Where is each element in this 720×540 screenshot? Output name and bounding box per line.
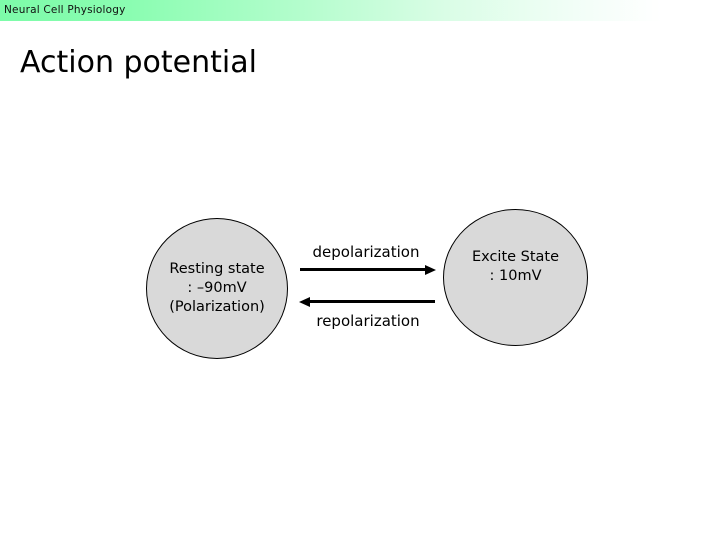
depolarization-arrow-head-icon	[425, 264, 436, 275]
resting-state-label-line-1: Resting state	[169, 261, 265, 277]
repolarization-arrow-head-icon	[299, 296, 310, 307]
depolarization-arrow-shaft	[300, 268, 428, 271]
excite-state-label-line-2: : 10mV	[489, 267, 542, 284]
state-circle-resting: Resting state : –90mV (Polarization)	[146, 218, 288, 359]
excite-state-label-line-1: Excite State	[471, 248, 560, 265]
resting-state-label-line-2: : –90mV	[187, 280, 247, 296]
header-band	[0, 0, 720, 21]
header-title: Neural Cell Physiology	[4, 4, 126, 16]
depolarization-label: depolarization	[312, 243, 420, 261]
repolarization-label: repolarization	[316, 312, 420, 330]
resting-state-label-line-3: (Polarization)	[169, 299, 265, 315]
page-title: Action potential	[20, 45, 257, 80]
state-circle-excite: Excite State : 10mV	[443, 209, 588, 346]
repolarization-arrow-shaft	[309, 300, 435, 303]
